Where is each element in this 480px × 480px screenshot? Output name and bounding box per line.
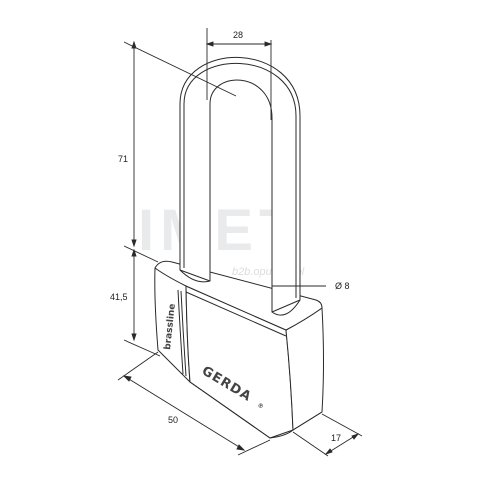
body-bottom-edge [189, 381, 323, 439]
body-top-bevel [185, 291, 287, 337]
watermark-logo: IMET [138, 198, 301, 263]
dim-50-ext-left [117, 351, 159, 381]
dim-17-ext-left [292, 431, 329, 457]
dim-label-28: 28 [233, 30, 243, 40]
dim-50-ext-right [237, 439, 271, 456]
dim-label-diameter-8: Ø 8 [335, 281, 350, 291]
dim-label-41-5: 41,5 [110, 292, 128, 302]
dim-17-ext-right [321, 413, 363, 437]
body-line-label: brassline [163, 303, 178, 350]
padlock-shackle [179, 56, 301, 316]
dim-50-arrow-right [236, 444, 246, 451]
shackle-outer [179, 56, 301, 313]
body-groove-2 [180, 290, 187, 377]
shackle-inner-contour [183, 63, 297, 298]
dim-71-ext-top [123, 41, 237, 97]
shackle-right-leg-base [271, 299, 301, 316]
shackle-left-leg-base [179, 269, 211, 283]
dim-17-arrow-right [351, 433, 360, 440]
dim-label-17: 17 [331, 433, 341, 443]
dim-17-arrow-left [324, 448, 333, 455]
dim-71-arrow-bottom [131, 239, 137, 248]
dim-28-arrow-left [205, 41, 214, 47]
dim-50-line [123, 375, 245, 451]
padlock-body [154, 260, 324, 439]
body-registered-mark: ® [256, 402, 265, 411]
dim-415-ext-bottom [123, 339, 161, 357]
dimension-lines [117, 28, 363, 457]
dim-50-arrow-left [122, 375, 132, 382]
body-top-face [154, 260, 323, 331]
dim-label-71: 71 [118, 154, 128, 164]
body-groove-1 [177, 289, 184, 375]
dim-415-arrow-top [131, 248, 137, 257]
dim-71-arrow-top [131, 40, 137, 49]
dim-label-50: 50 [168, 415, 178, 425]
dim-71-ext-bottom [123, 245, 159, 263]
dim-415-arrow-bottom [131, 333, 137, 342]
dim-28-arrow-right [264, 41, 273, 47]
